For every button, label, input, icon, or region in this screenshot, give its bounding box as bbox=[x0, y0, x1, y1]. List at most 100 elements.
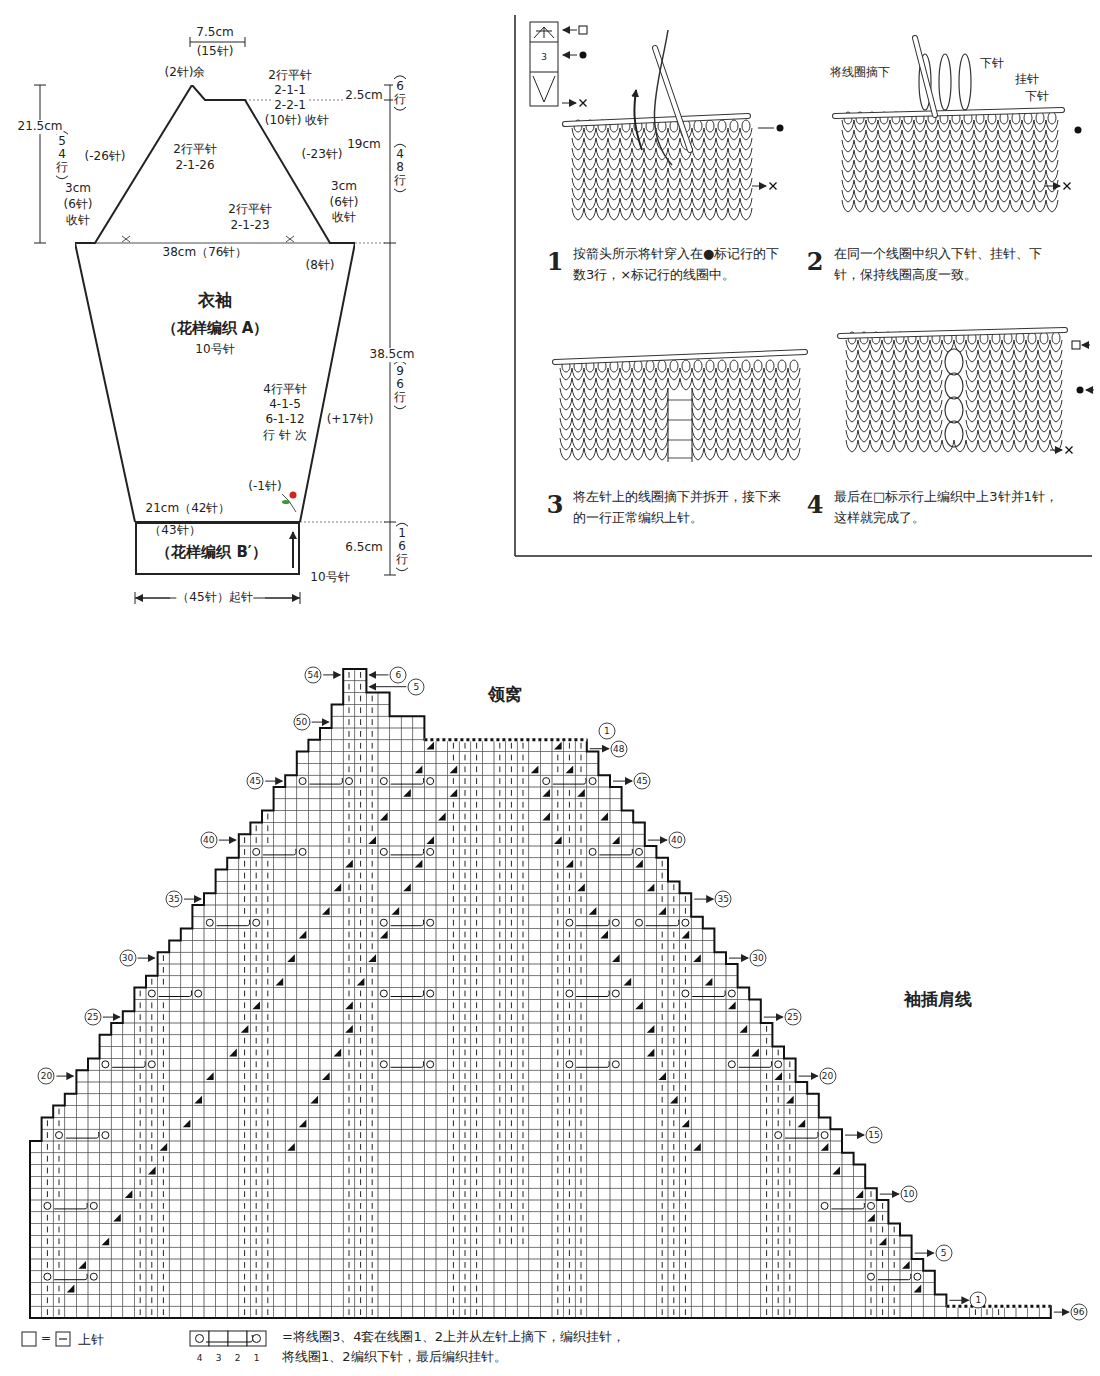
chart-cell bbox=[320, 1224, 332, 1236]
chart-cell bbox=[424, 1129, 436, 1141]
chart-cell bbox=[30, 1235, 42, 1247]
chart-cell bbox=[819, 1224, 831, 1236]
chart-cell bbox=[320, 1129, 332, 1141]
chart-cell bbox=[598, 1212, 610, 1224]
stitch bbox=[998, 120, 1010, 132]
stitch bbox=[906, 340, 918, 352]
chart-cell bbox=[807, 1224, 819, 1236]
chart-cell bbox=[204, 1176, 216, 1188]
chart-cell bbox=[645, 1247, 657, 1259]
chart-cell bbox=[30, 1247, 42, 1259]
chart-cell bbox=[830, 1259, 842, 1271]
stitch bbox=[596, 128, 608, 140]
chart-cell bbox=[181, 1188, 193, 1200]
chart-cell bbox=[738, 1200, 750, 1212]
chart-cell bbox=[216, 1153, 228, 1165]
chart-cell bbox=[796, 1188, 808, 1200]
pulled-loop bbox=[939, 54, 951, 110]
chart-cell bbox=[482, 1271, 494, 1283]
chart-cell bbox=[204, 1247, 216, 1259]
chart-cell bbox=[65, 1271, 77, 1283]
stitch bbox=[704, 128, 716, 140]
row-marker-cross bbox=[770, 183, 777, 190]
chart-cell bbox=[842, 1247, 854, 1259]
chart-cell bbox=[401, 1224, 413, 1236]
chart-cell bbox=[274, 1200, 286, 1212]
chart-cell bbox=[610, 1188, 622, 1200]
chart-cell bbox=[123, 1176, 135, 1188]
stitch bbox=[1002, 340, 1014, 352]
stitch bbox=[740, 368, 752, 380]
chart-cell bbox=[610, 1294, 622, 1306]
chart-cell bbox=[749, 1200, 761, 1212]
chart-cell bbox=[854, 1306, 866, 1318]
chart-cell bbox=[807, 1188, 819, 1200]
chart-cell bbox=[111, 1271, 123, 1283]
chart-cell bbox=[714, 1294, 726, 1306]
chart-cell bbox=[703, 1200, 715, 1212]
chart-cell bbox=[691, 1153, 703, 1165]
chart-cell bbox=[53, 1200, 65, 1212]
chart-cell bbox=[76, 1188, 88, 1200]
chart-cell bbox=[1039, 1306, 1051, 1318]
chart-cell bbox=[830, 1235, 842, 1247]
chart-cell bbox=[192, 1294, 204, 1306]
chart-cell bbox=[946, 1306, 958, 1318]
chart-cell bbox=[308, 1153, 320, 1165]
chart-cell bbox=[332, 1117, 344, 1129]
chart-cell bbox=[169, 1283, 181, 1295]
chart-cell bbox=[1028, 1306, 1040, 1318]
chart-cell bbox=[308, 1129, 320, 1141]
chart-cell bbox=[622, 1200, 634, 1212]
chart-cell bbox=[88, 1224, 100, 1236]
chart-cell bbox=[100, 1141, 112, 1153]
chart-cell bbox=[332, 1271, 344, 1283]
chart-cell bbox=[123, 1165, 135, 1177]
chart-cell bbox=[401, 1129, 413, 1141]
chart-cell bbox=[378, 1271, 390, 1283]
chart-cell bbox=[227, 1271, 239, 1283]
chart-cell bbox=[587, 1188, 599, 1200]
chart-cell bbox=[285, 1294, 297, 1306]
chart-cell bbox=[424, 1141, 436, 1153]
chart-cell bbox=[413, 1129, 425, 1141]
chart-cell bbox=[111, 1200, 123, 1212]
chart-cell bbox=[529, 1283, 541, 1295]
chart-cell bbox=[332, 1259, 344, 1271]
chart-cell bbox=[807, 1176, 819, 1188]
stitch bbox=[926, 120, 938, 132]
chart-cell bbox=[169, 1200, 181, 1212]
chart-cell bbox=[1016, 1306, 1028, 1318]
chart-cell bbox=[691, 1294, 703, 1306]
chart-cell bbox=[401, 1294, 413, 1306]
chart-cell bbox=[390, 1176, 402, 1188]
chart-cell bbox=[100, 1212, 112, 1224]
chart-cell bbox=[192, 1235, 204, 1247]
chart-cell bbox=[297, 1235, 309, 1247]
chart-cell bbox=[181, 1294, 193, 1306]
chart-cell bbox=[819, 1283, 831, 1295]
chart-cell bbox=[738, 1271, 750, 1283]
chart-cell bbox=[749, 1283, 761, 1295]
chart-cell bbox=[320, 1117, 332, 1129]
chart-cell bbox=[424, 1176, 436, 1188]
chart-cell bbox=[401, 1271, 413, 1283]
chart-cell bbox=[587, 1283, 599, 1295]
chart-cell bbox=[390, 1212, 402, 1224]
chart-cell bbox=[610, 1235, 622, 1247]
chart-cell bbox=[819, 1271, 831, 1283]
chart-cell bbox=[645, 1294, 657, 1306]
chart-cell bbox=[703, 1176, 715, 1188]
chart-cell bbox=[274, 1294, 286, 1306]
chart-cell bbox=[703, 1188, 715, 1200]
chart-cell bbox=[378, 1212, 390, 1224]
chart-cell bbox=[169, 1165, 181, 1177]
chart-cell bbox=[274, 1165, 286, 1177]
chart-cell bbox=[703, 1235, 715, 1247]
chart-cell bbox=[703, 1165, 715, 1177]
chart-cell bbox=[123, 1153, 135, 1165]
chart-cell bbox=[285, 1129, 297, 1141]
chart-cell bbox=[181, 1235, 193, 1247]
chart-cell bbox=[297, 1153, 309, 1165]
chart-cell bbox=[540, 1188, 552, 1200]
